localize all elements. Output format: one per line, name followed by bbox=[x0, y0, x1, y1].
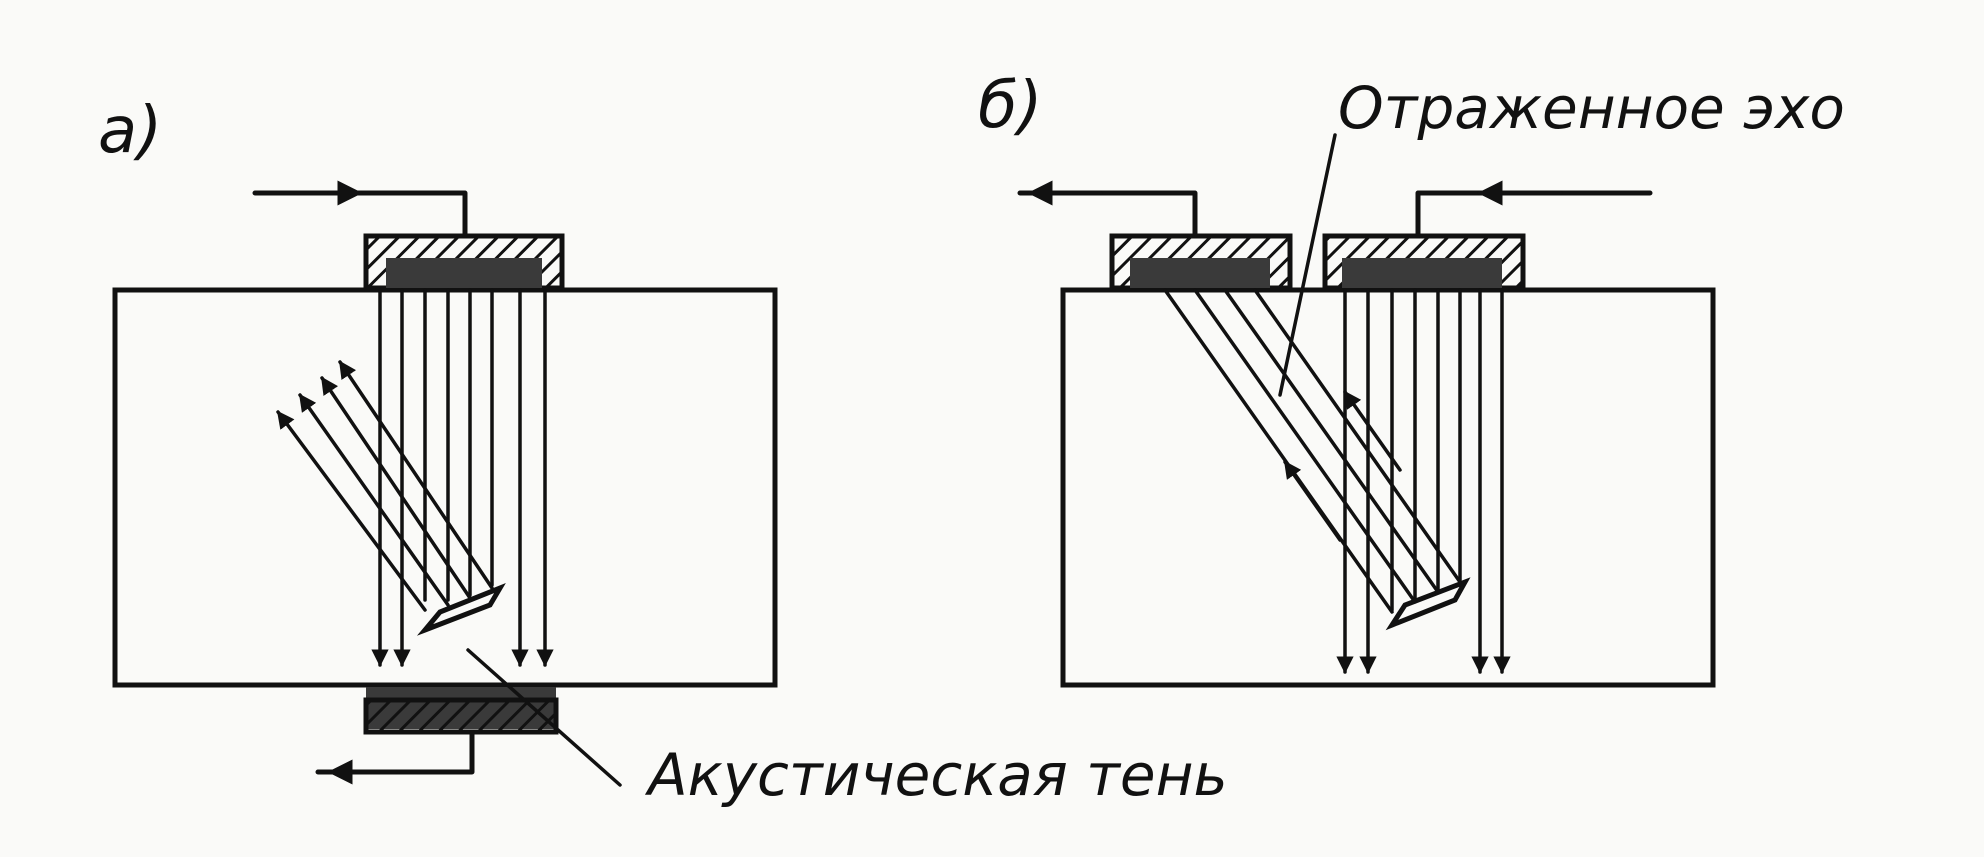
panel-a-rays-left bbox=[371, 288, 411, 667]
panel-a-rays-blocked bbox=[423, 288, 494, 602]
panel-a-flaw bbox=[416, 582, 506, 636]
panel-a-shadow-leader bbox=[466, 648, 622, 787]
panel-b-left-transducer bbox=[1109, 233, 1293, 291]
panel-b-rays-through bbox=[1336, 288, 1511, 674]
panel-a-bottom-receiver bbox=[363, 687, 559, 735]
panel-a-specimen bbox=[112, 287, 778, 688]
panel-a: a) bbox=[98, 94, 778, 787]
acoustic-shadow-label: Акустическая тень bbox=[644, 741, 1228, 809]
panel-a-label: a) bbox=[98, 94, 162, 168]
panel-b-right-transducer bbox=[1322, 233, 1526, 291]
panel-b: б) bbox=[978, 69, 1716, 688]
panel-a-output-lead bbox=[315, 729, 475, 775]
panel-a-top-transducer bbox=[363, 233, 565, 291]
panel-b-input-lead bbox=[1415, 190, 1653, 239]
panel-b-label: б) bbox=[978, 69, 1042, 143]
panel-a-input-lead bbox=[252, 190, 468, 239]
panel-b-flaw bbox=[1385, 577, 1471, 631]
panel-a-reflected-rays bbox=[276, 360, 494, 612]
panel-a-rays-right bbox=[511, 288, 554, 667]
panel-b-rays-blocked bbox=[1390, 288, 1462, 612]
reflected-echo-label: Отраженное эхо bbox=[1338, 74, 1845, 142]
panel-b-echo-rays bbox=[1163, 288, 1462, 614]
panel-b-echo-leader bbox=[1278, 133, 1337, 397]
panel-b-specimen bbox=[1060, 287, 1716, 688]
panel-b-output-lead bbox=[1017, 190, 1198, 239]
